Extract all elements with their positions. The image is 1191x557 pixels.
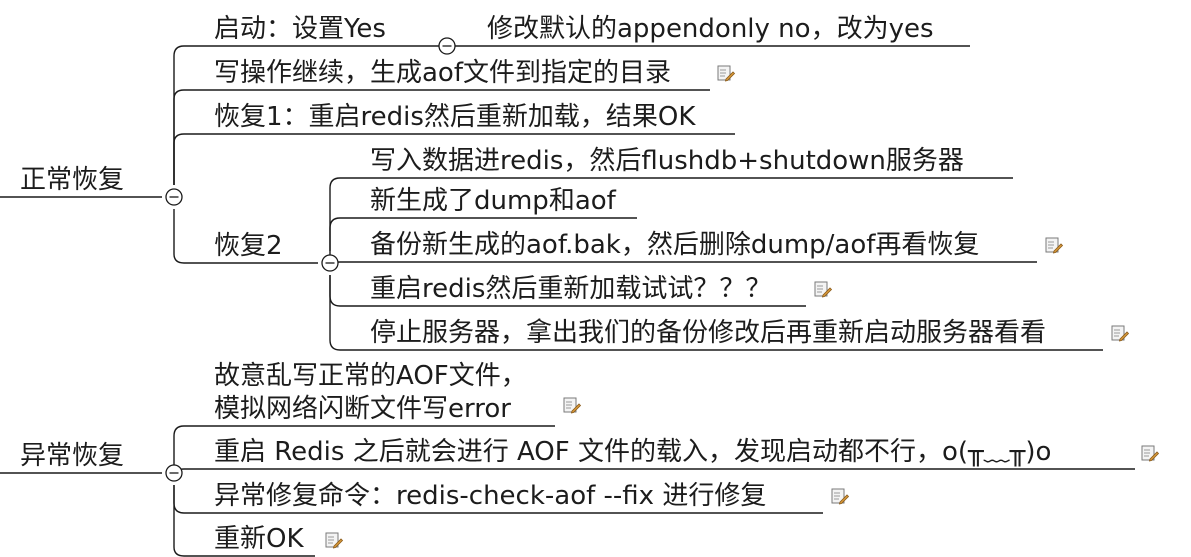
node-corrupt-line1[interactable]: 故意乱写正常的AOF文件， [214, 361, 527, 391]
node-recover2-step[interactable]: 备份新生成的aof.bak，然后删除dump/aof再看恢复 [370, 230, 980, 260]
node-ok[interactable]: 重新OK [214, 524, 304, 554]
node-recover2-step[interactable]: 新生成了dump和aof [370, 186, 616, 216]
node-write[interactable]: 写操作继续，生成aof文件到指定的目录 [214, 58, 671, 88]
connector-startup [173, 45, 442, 185]
note-pencil-icon[interactable] [1111, 325, 1129, 342]
node-recover2-step[interactable]: 停止服务器，拿出我们的备份修改后再重新启动服务器看看 [370, 318, 1047, 348]
node-recover2-step[interactable]: 写入数据进redis，然后flushdb+shutdown服务器 [370, 146, 964, 176]
node-fix[interactable]: 异常修复命令：redis-check-aof --fix 进行修复 [214, 481, 767, 511]
note-pencil-icon[interactable] [717, 65, 735, 82]
collapse-minus-icon[interactable] [165, 464, 183, 482]
note-pencil-icon[interactable] [1141, 445, 1159, 462]
topic-abnormal-recovery[interactable]: 异常恢复 [20, 441, 125, 471]
collapse-minus-icon[interactable] [438, 37, 456, 55]
node-recover2-step[interactable]: 重启redis然后重新加载试试？？？ [370, 274, 772, 304]
node-startup[interactable]: 启动：设置Yes [214, 14, 386, 44]
collapse-minus-icon[interactable] [165, 188, 183, 206]
node-recover2[interactable]: 恢复2 [214, 231, 283, 261]
node-startup-detail[interactable]: 修改默认的appendonly no，改为yes [487, 14, 934, 44]
connector-recover2 [173, 209, 318, 264]
topic-normal-recovery[interactable]: 正常恢复 [20, 165, 125, 195]
note-pencil-icon[interactable] [831, 488, 849, 505]
note-pencil-icon[interactable] [1045, 237, 1063, 254]
connector-recover1 [173, 133, 735, 185]
note-pencil-icon[interactable] [814, 281, 832, 298]
node-restart[interactable]: 重启 Redis 之后就会进行 AOF 文件的载入，发现启动都不行，o(╥﹏╥)… [214, 437, 1052, 467]
collapse-minus-icon[interactable] [321, 254, 339, 272]
node-recover1[interactable]: 恢复1：重启redis然后重新加载，结果OK [214, 102, 696, 132]
node-corrupt-line2[interactable]: 模拟网络闪断文件写error [214, 394, 511, 424]
connector-write [173, 89, 710, 185]
note-pencil-icon[interactable] [325, 532, 343, 549]
note-pencil-icon[interactable] [563, 397, 581, 414]
